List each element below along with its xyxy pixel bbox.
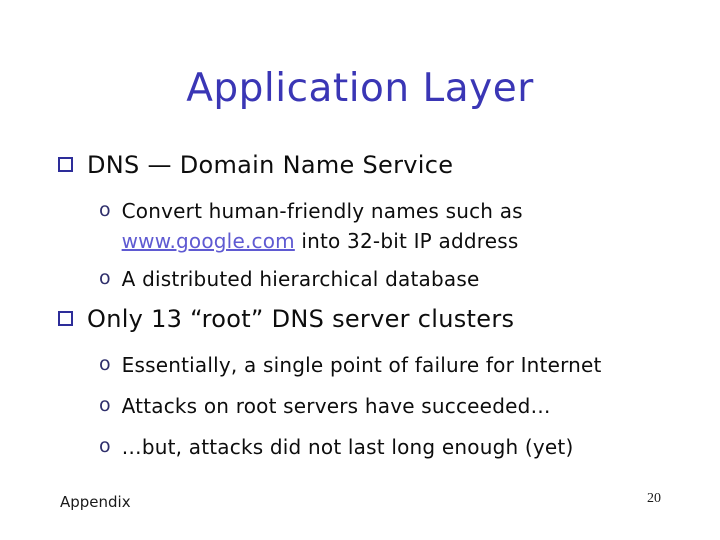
bullet-root-servers: Only 13 “root” DNS server clusters [58,304,514,334]
bullet-dns: DNS — Domain Name Service [58,150,453,180]
square-bullet-icon [58,311,73,326]
o-bullet-icon: o [99,199,111,221]
sub-bullet-single-point-text: Essentially, a single point of failure f… [121,353,602,377]
google-link[interactable]: www.google.com [121,229,295,253]
convert-text-after-link: into 32-bit IP address [294,229,519,253]
bullet-root-servers-label: Only 13 “root” DNS server clusters [87,305,515,333]
sub-bullet-attacks-text: Attacks on root servers have succeeded… [121,394,551,418]
o-bullet-icon: o [99,353,111,375]
footer-appendix-label: Appendix [60,493,131,511]
o-bullet-icon: o [99,394,111,416]
sub-bullet-attacks: o Attacks on root servers have succeeded… [99,391,551,421]
sub-bullet-not-long-enough-text: …but, attacks did not last long enough (… [121,435,574,459]
o-bullet-icon: o [99,267,111,289]
sub-bullet-convert: o Convert human-friendly names such as ww… [99,196,523,256]
slide-title: Application Layer [186,66,534,111]
o-bullet-icon: o [99,435,111,457]
sub-bullet-convert-text: Convert human-friendly names such as www.… [122,196,523,256]
sub-bullet-not-long-enough: o …but, attacks did not last long enough… [99,432,573,462]
sub-bullet-distributed: o A distributed hierarchical database [99,264,479,294]
sub-bullet-distributed-text: A distributed hierarchical database [121,267,480,291]
page-number: 20 [647,491,661,506]
square-bullet-icon [58,157,73,172]
convert-text-line1: Convert human-friendly names such as [121,199,523,223]
sub-bullet-single-point: o Essentially, a single point of failure… [99,350,602,380]
bullet-dns-label: DNS — Domain Name Service [87,151,454,179]
